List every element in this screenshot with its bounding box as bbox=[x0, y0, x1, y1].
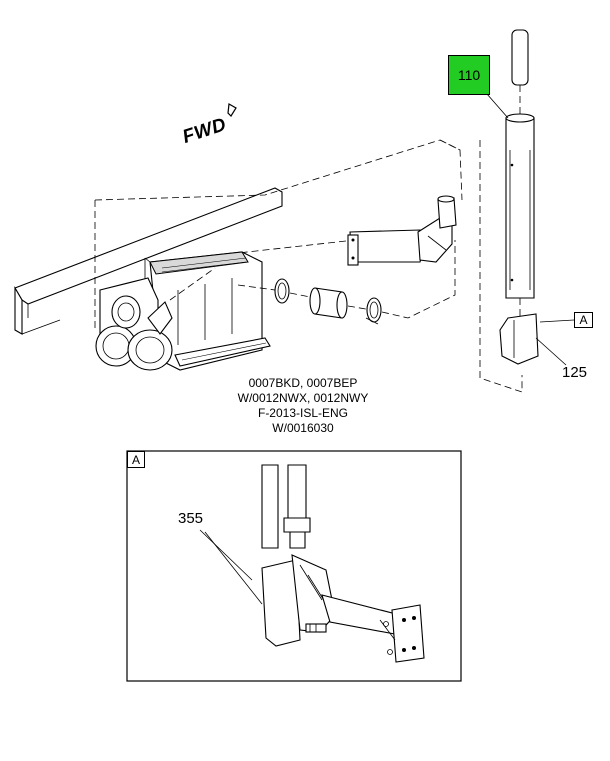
detail-a-title-label: A bbox=[131, 452, 140, 467]
caption-line-3: F-2013-ISL-ENG bbox=[257, 406, 349, 420]
part-110-label: 110 bbox=[457, 67, 481, 83]
part-110-callout[interactable]: 110 bbox=[448, 55, 490, 95]
part-355-label[interactable]: 355 bbox=[178, 510, 204, 527]
detail-a-title: A bbox=[127, 451, 145, 468]
mounting-bracket bbox=[347, 139, 463, 266]
detail-a-frame bbox=[126, 450, 462, 682]
detail-a-artwork bbox=[199, 464, 425, 663]
caption-line-1: 0007BKD, 0007BEP bbox=[248, 376, 358, 390]
view-a-reference[interactable]: A bbox=[574, 312, 593, 328]
applicability-caption: 0007BKD, 0007BEP W/0012NWX, 0012NWY F-20… bbox=[218, 376, 388, 436]
caption-line-2: W/0012NWX, 0012NWY bbox=[237, 391, 369, 405]
part-125-label[interactable]: 125 bbox=[562, 364, 588, 381]
exhaust-stack bbox=[479, 29, 575, 393]
caption-line-4: W/0016030 bbox=[272, 421, 334, 435]
forward-arrow-icon bbox=[227, 103, 237, 117]
view-a-reference-label: A bbox=[579, 313, 588, 327]
exhaust-canisters bbox=[95, 267, 216, 371]
clamp-and-pipe bbox=[237, 240, 456, 325]
